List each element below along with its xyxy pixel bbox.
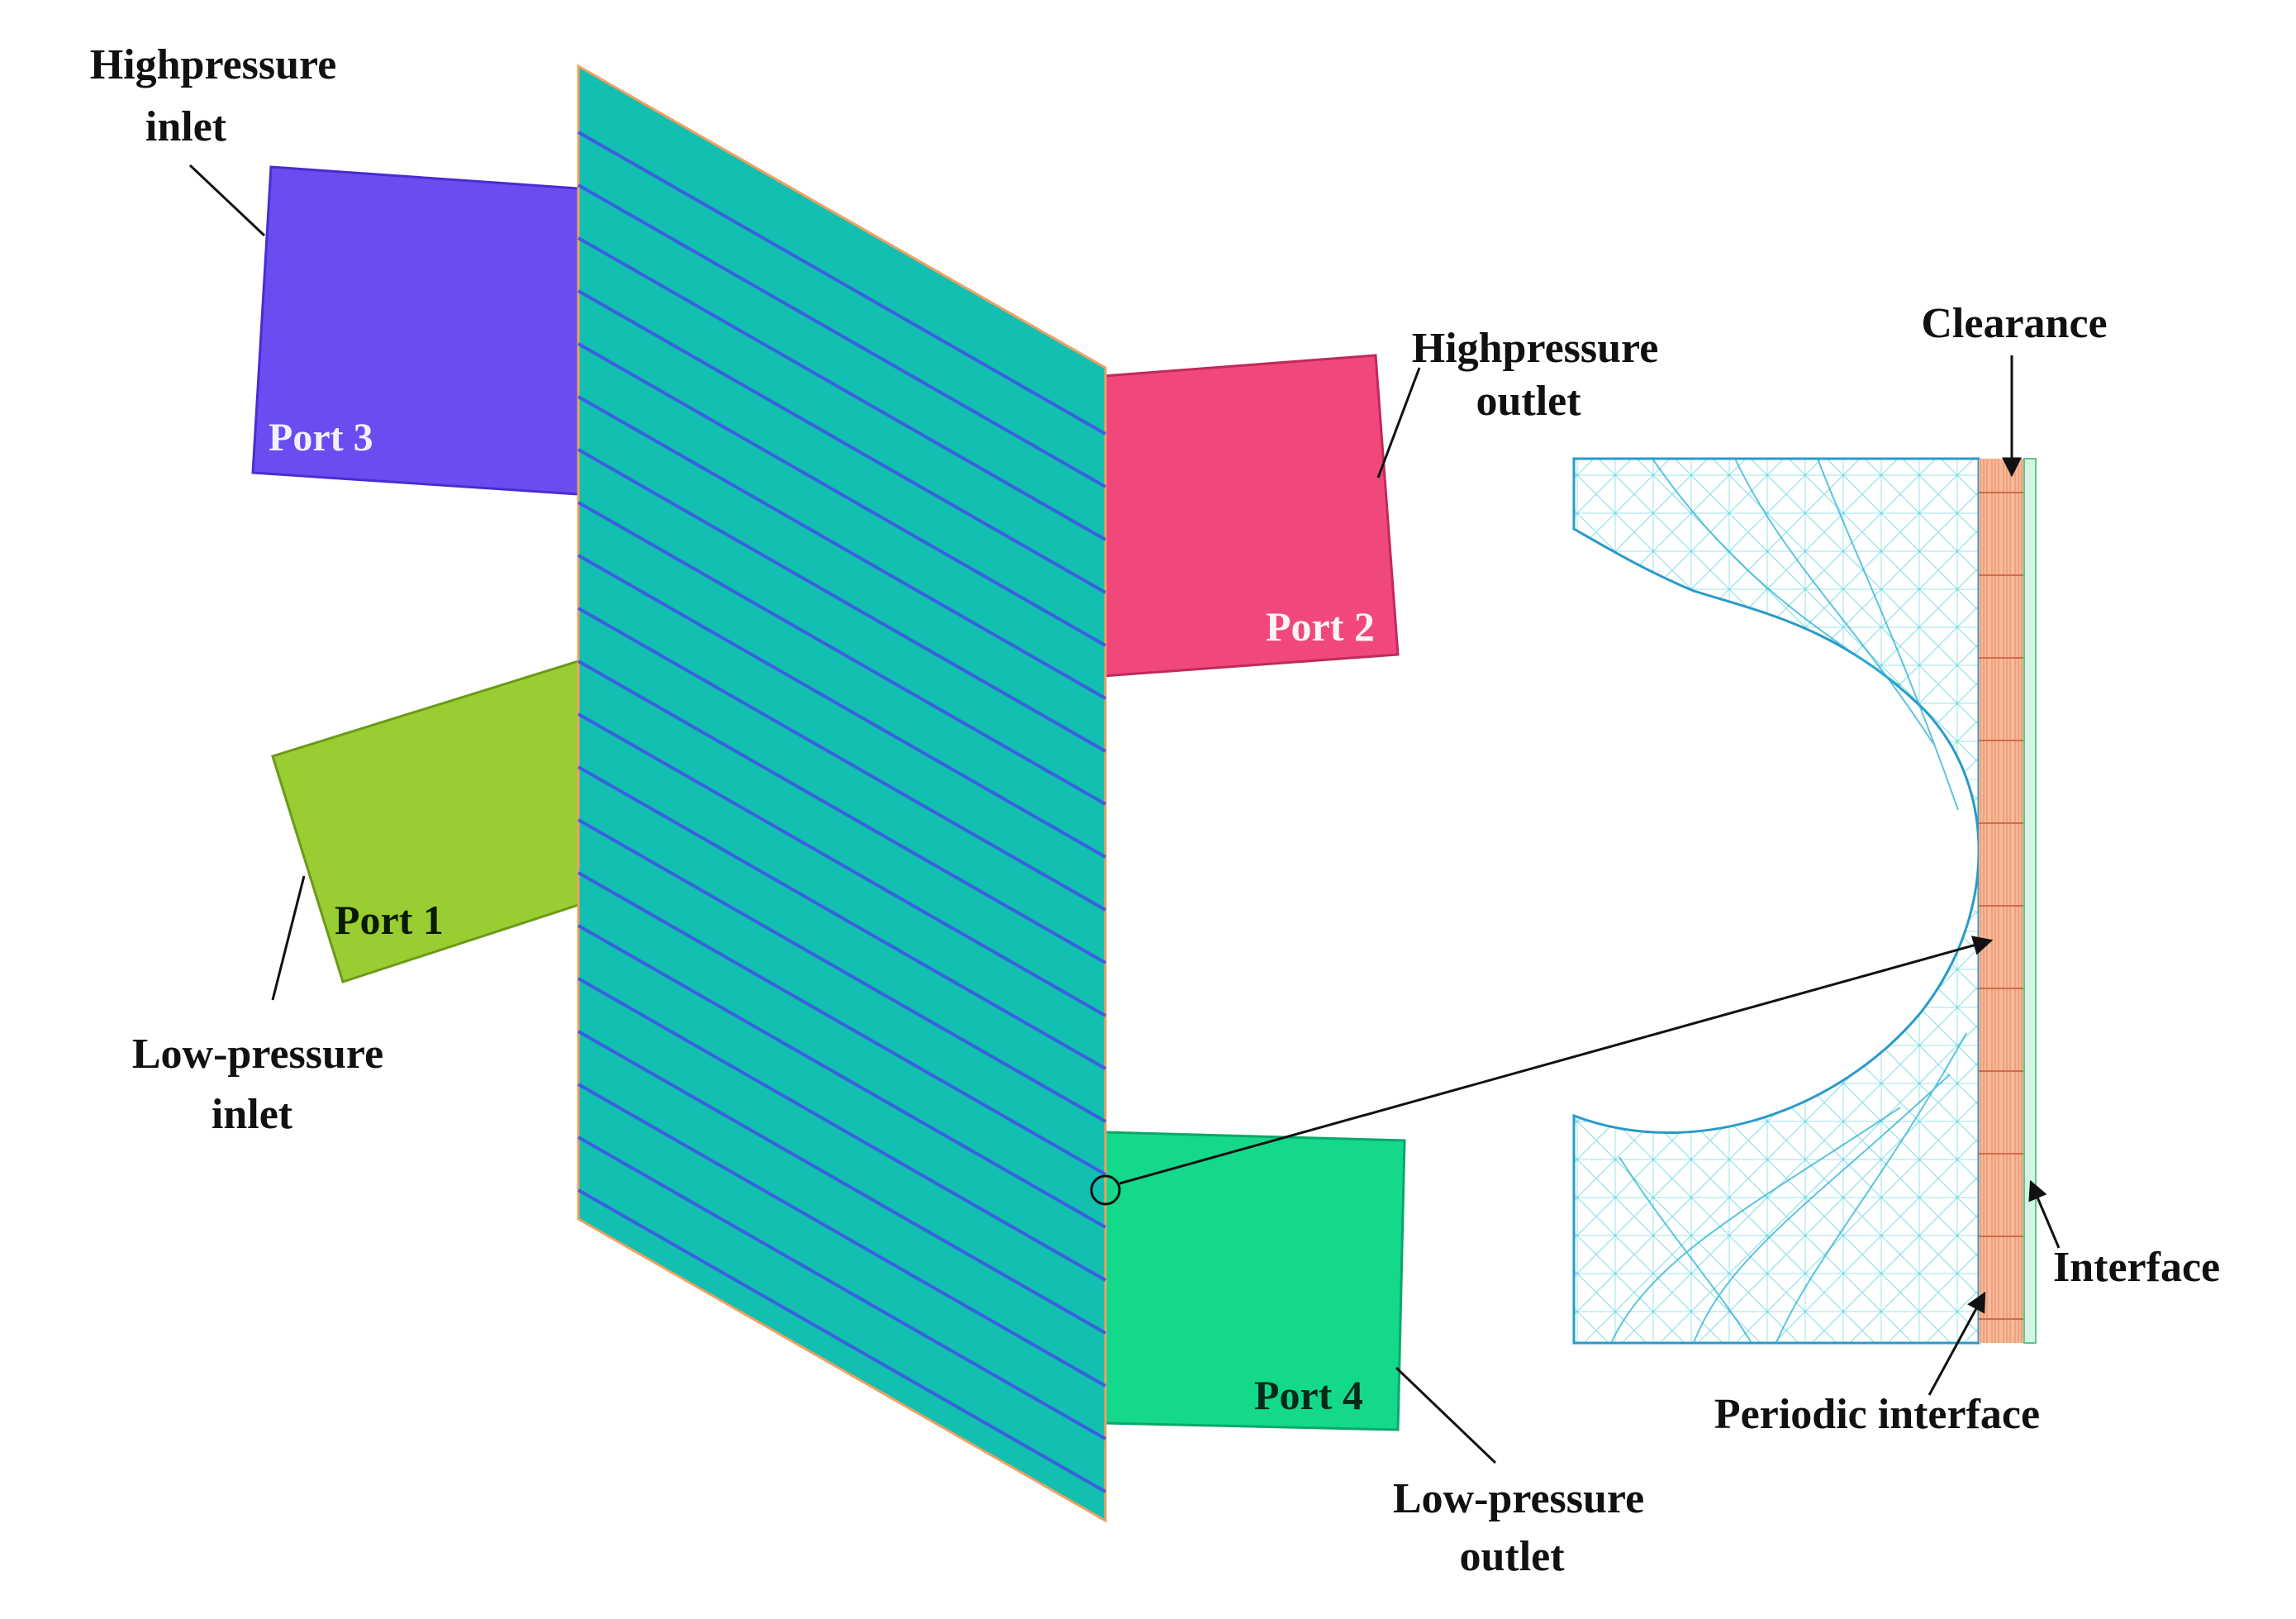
rotor-body bbox=[577, 64, 1107, 1523]
rotor bbox=[577, 64, 1121, 1523]
leader-lines bbox=[188, 164, 2061, 1464]
labels: Highpressure inlet Highpressure outlet L… bbox=[90, 41, 2220, 1580]
interface-arrow bbox=[2028, 1179, 2061, 1249]
hp-inlet-label-line1: Highpressure bbox=[90, 41, 337, 88]
periodic-interface-label: Periodic interface bbox=[1714, 1391, 2040, 1438]
rotor-channel-line bbox=[578, 183, 1106, 488]
rotor-channel-line bbox=[578, 871, 1106, 1176]
hp-outlet-leader bbox=[1376, 367, 1421, 479]
rotor-channel-line bbox=[578, 818, 1106, 1123]
hp-inlet-leader bbox=[188, 164, 266, 237]
port-4-label: Port 4 bbox=[1254, 1372, 1363, 1418]
port-1-block: Port 1 bbox=[271, 659, 580, 983]
lp-inlet-label-line1: Low-pressure bbox=[132, 1031, 383, 1078]
lp-outlet-leader bbox=[1395, 1366, 1497, 1464]
mesh-curved-lines bbox=[1610, 458, 1967, 1344]
rotor-channel-line bbox=[578, 395, 1106, 700]
lp-inlet-label-line2: inlet bbox=[212, 1091, 293, 1138]
clearance-label: Clearance bbox=[1921, 300, 2107, 347]
lp-outlet-label-line2: outlet bbox=[1459, 1533, 1565, 1580]
rotor-channel-line bbox=[578, 342, 1106, 647]
rotor-channel-line bbox=[578, 924, 1106, 1229]
rotor-channel-lines bbox=[578, 131, 1106, 1493]
rotor-channel-line bbox=[578, 765, 1106, 1070]
zoom-origin-circle bbox=[1090, 1174, 1121, 1206]
rotor-channel-line bbox=[578, 712, 1106, 1017]
interface-strip bbox=[2023, 458, 2037, 1344]
rotor-channel-line bbox=[578, 1030, 1106, 1335]
port-2-block: Port 2 bbox=[1101, 354, 1400, 678]
rotor-channel-line bbox=[578, 501, 1106, 806]
port-2-label: Port 2 bbox=[1266, 603, 1375, 650]
zoom-arrow bbox=[1119, 936, 1994, 1185]
hp-outlet-label-line1: Highpressure bbox=[1412, 325, 1659, 372]
rotor-channel-line bbox=[578, 448, 1106, 753]
rotor-channel-line bbox=[578, 554, 1106, 859]
lp-outlet-label-line1: Low-pressure bbox=[1393, 1475, 1644, 1522]
interface-label: Interface bbox=[2053, 1244, 2220, 1291]
port-3-block: Port 3 bbox=[251, 165, 580, 496]
hp-inlet-label-line2: inlet bbox=[145, 103, 227, 150]
rotor-channel-line bbox=[578, 607, 1106, 912]
rotor-channel-line bbox=[578, 660, 1106, 964]
rotor-channel-line bbox=[578, 977, 1106, 1282]
rotor-channel-line bbox=[578, 289, 1106, 594]
hp-outlet-label-line2: outlet bbox=[1476, 378, 1581, 425]
rotor-channel-line bbox=[578, 1188, 1106, 1493]
periodic-interface-arrow bbox=[1928, 1291, 1986, 1396]
mesh-region bbox=[1572, 457, 1980, 1345]
rotor-channel-line bbox=[578, 131, 1106, 436]
lp-inlet-leader bbox=[271, 875, 306, 1001]
mesh-detail bbox=[1572, 457, 2037, 1345]
port-1-label: Port 1 bbox=[335, 897, 444, 943]
rotor-channel-line bbox=[578, 1136, 1106, 1440]
port-3-label: Port 3 bbox=[269, 416, 373, 460]
port-4-block: Port 4 bbox=[1104, 1131, 1406, 1431]
rotor-channel-line bbox=[578, 236, 1106, 541]
rotor-channel-line bbox=[578, 1083, 1106, 1388]
clearance-strip-lines bbox=[1979, 459, 2024, 1343]
